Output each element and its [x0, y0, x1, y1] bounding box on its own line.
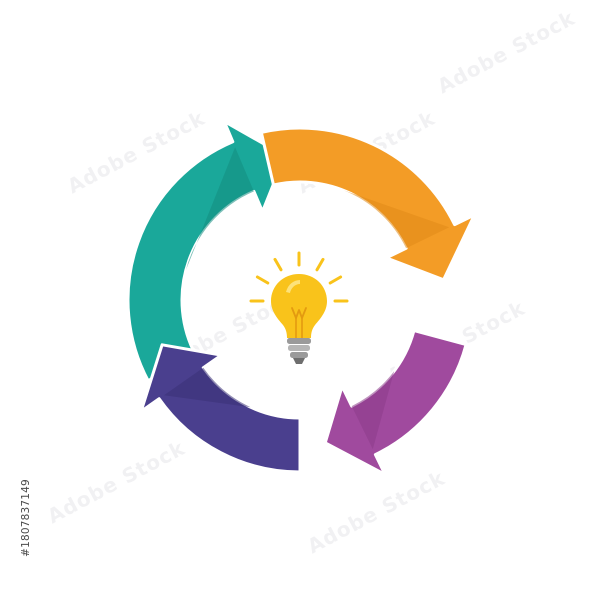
orange-arrow — [259, 126, 476, 282]
light-ray — [328, 275, 343, 285]
light-rays — [249, 251, 349, 303]
cycle-arrows — [126, 119, 476, 476]
light-ray — [315, 257, 325, 272]
teal-arrow-shade — [185, 147, 254, 270]
light-ray — [273, 257, 283, 272]
purple-arrow-shade — [351, 371, 395, 450]
bulb-highlight — [286, 280, 300, 293]
bulb-base — [287, 338, 311, 364]
indigo-arrow — [139, 343, 302, 474]
purple-arrow — [323, 329, 468, 476]
teal-arrow-body — [126, 119, 287, 383]
indigo-arrow-body — [139, 343, 302, 474]
indigo-arrow-shade — [164, 367, 251, 408]
purple-arrow-body — [323, 329, 468, 476]
teal-arrow — [126, 119, 287, 383]
bulb-base-tip — [293, 358, 305, 364]
bulb-base-band — [287, 338, 311, 344]
bulb-glass — [271, 274, 327, 338]
bulb-base-band — [290, 352, 308, 358]
bulb-base-band — [288, 345, 310, 351]
stock-id-label: #1807837149 — [20, 479, 32, 557]
lightbulb-icon — [249, 251, 349, 364]
orange-arrow-shade — [343, 190, 450, 249]
orange-arrow-body — [259, 126, 476, 282]
light-ray — [255, 275, 270, 285]
bulb-filament — [291, 307, 307, 319]
